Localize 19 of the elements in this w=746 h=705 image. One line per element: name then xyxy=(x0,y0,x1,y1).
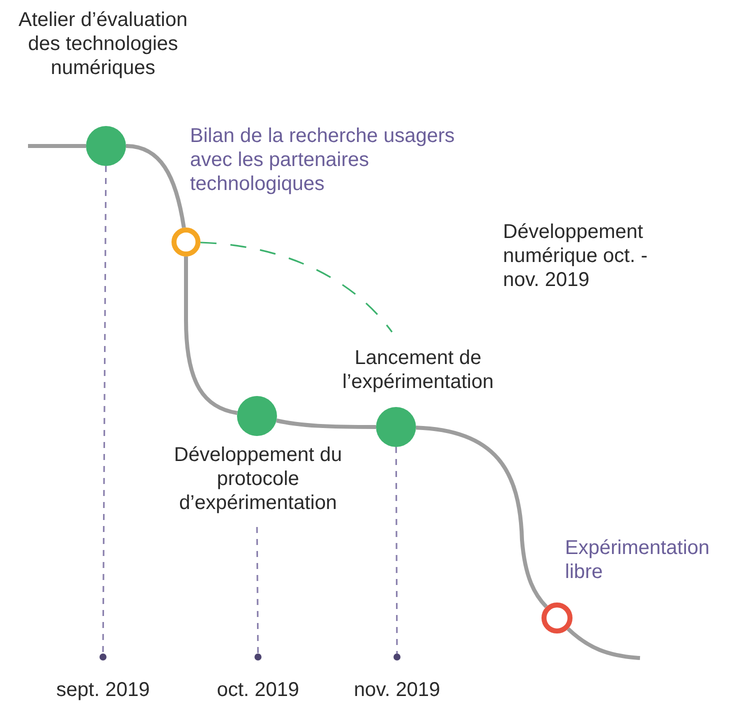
milestone-label: Développement du protocole d’expérimentation xyxy=(173,443,343,515)
milestone-label: Expérimentation libre xyxy=(565,536,711,584)
dashed-line xyxy=(256,527,259,654)
dashed-line xyxy=(102,166,107,654)
phase-label: Développement numérique oct. - nov. 2019 xyxy=(503,220,649,292)
date-label: nov. 2019 xyxy=(352,678,442,702)
date-label: oct. 2019 xyxy=(216,678,300,702)
timeline-curve xyxy=(184,256,238,415)
milestone-label: Lancement de l’expérimentation xyxy=(341,346,495,394)
timeline-curve xyxy=(416,426,548,608)
dashed-line xyxy=(200,242,393,332)
dashed-line xyxy=(395,447,398,654)
timeline-curve xyxy=(566,627,640,660)
date-label: sept. 2019 xyxy=(55,678,151,702)
timeline-curve xyxy=(28,144,86,148)
timeline-curve xyxy=(276,418,376,429)
milestone-label: Bilan de la recherche usagers avec les partenaires technologiques xyxy=(190,124,456,196)
milestone-label: Atelier d’évaluation des technologies numériques xyxy=(18,8,188,80)
timeline-curve xyxy=(126,144,186,228)
